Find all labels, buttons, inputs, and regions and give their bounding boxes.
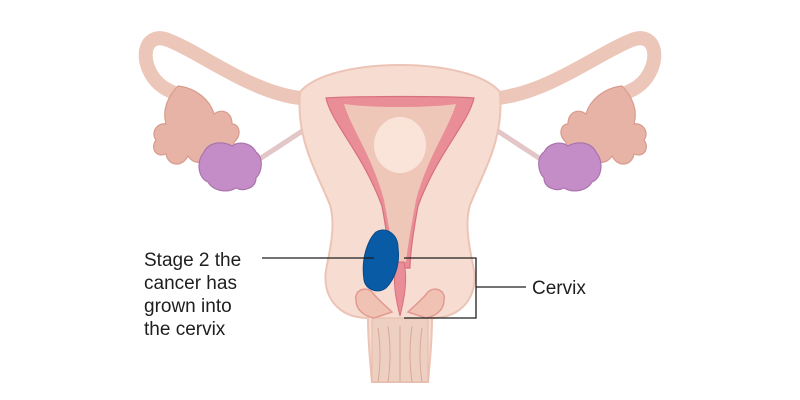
right-fallopian-tube <box>491 31 662 105</box>
tumour-label-line-3: grown into <box>144 296 232 317</box>
right-fornix <box>406 288 445 319</box>
left-fornix <box>355 288 394 319</box>
tumour-label-line-1: Stage 2 the <box>144 250 241 271</box>
tumour-label: Stage 2 the cancer has grown into the ce… <box>144 250 246 340</box>
uterine-cavity <box>344 104 456 262</box>
cervix-bracket <box>404 257 526 319</box>
left-fallopian-tube <box>138 31 307 105</box>
vaginal-rugae <box>377 325 423 383</box>
left-ovary <box>198 142 262 192</box>
cervix-label: Cervix <box>532 278 586 299</box>
tumour <box>362 229 399 292</box>
right-ovary <box>538 142 602 192</box>
cervical-canal <box>393 261 407 317</box>
tumour-label-line-2: cancer has <box>144 273 237 294</box>
tumour-label-line-4: the cervix <box>144 319 226 340</box>
cavity-highlight <box>374 117 426 173</box>
